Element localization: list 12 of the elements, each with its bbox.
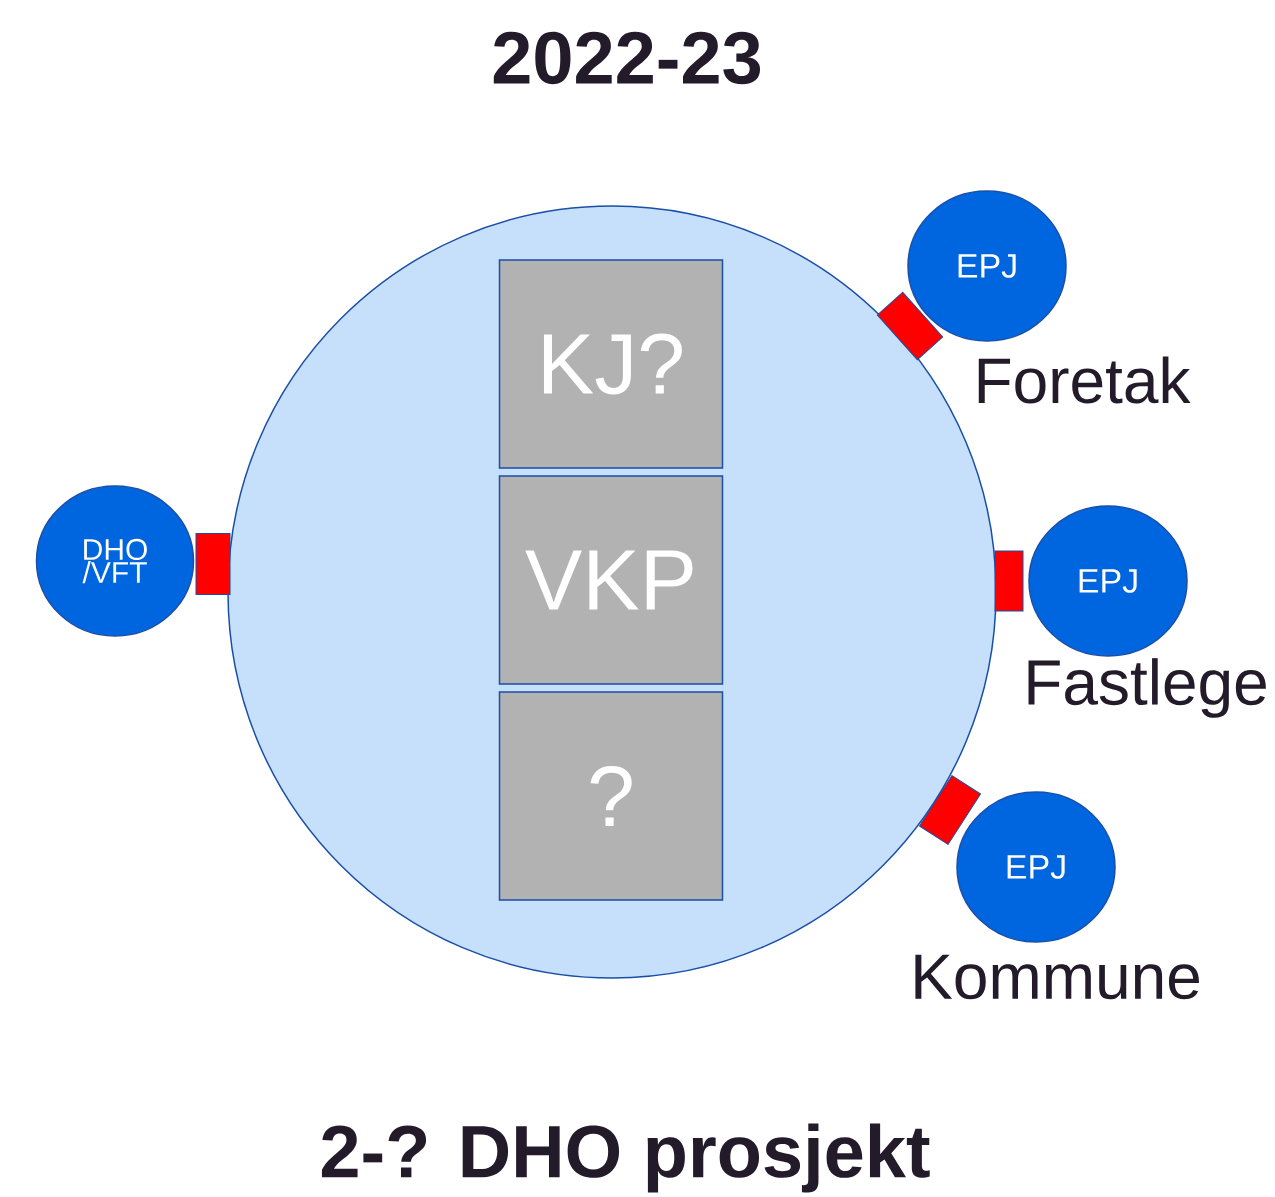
place-label: Kommune [915,954,1199,1000]
connector-block [195,533,231,595]
connector-block [876,291,944,361]
module-box: VKP [498,475,724,685]
title: 2022-23 [493,31,761,85]
module-box: KJ? [498,259,724,469]
connector-block [994,550,1024,612]
module-box: ? [498,691,724,901]
connector-block [918,775,982,845]
place-label: Foretak [978,356,1191,404]
place-label: Fastlege [1028,658,1266,718]
caption: 2-? DHO prosjekt [321,1123,930,1193]
